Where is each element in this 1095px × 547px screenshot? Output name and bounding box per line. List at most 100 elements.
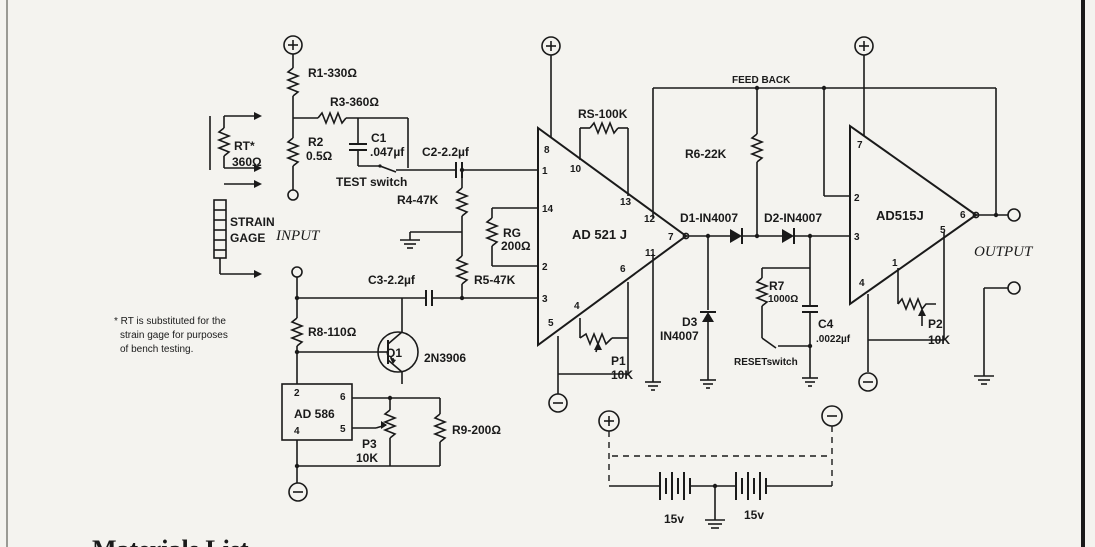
label-c4-value: .0022µf (816, 334, 851, 345)
label-ad586: AD 586 (294, 407, 335, 421)
pin-ad586-5: 5 (340, 424, 346, 435)
label-rs: RS-100K (578, 107, 628, 121)
label-c2: C2-2.2µf (422, 145, 470, 159)
pin-u1-14: 14 (542, 204, 554, 215)
pin-u1-8: 8 (544, 145, 550, 156)
label-q1: Q1 (386, 346, 402, 360)
label-feedback: FEED BACK (732, 75, 791, 86)
ic-ad586 (281, 383, 440, 483)
capacitor-c4 (802, 268, 818, 387)
resistor-rt (209, 112, 262, 188)
pin-u2-2: 2 (854, 193, 860, 204)
label-rt: RT* (234, 139, 255, 153)
ground-r4 (400, 231, 462, 249)
input-terminal-low (291, 266, 303, 278)
supply-minus-u1 (548, 393, 568, 413)
supply-plus-u1 (541, 36, 561, 56)
label-input: INPUT (275, 228, 321, 244)
pin-u2-6: 6 (960, 210, 966, 221)
label-ad521j: AD 521 J (572, 227, 627, 242)
label-q1-part: 2N3906 (424, 351, 466, 365)
resistor-r9 (294, 398, 448, 469)
supply-plus-r1 (283, 35, 303, 55)
label-c1-value: .047µf (370, 145, 405, 159)
pin-u1-2: 2 (542, 262, 548, 273)
opamp-ad521j (537, 55, 996, 394)
label-rg: RG (503, 226, 521, 240)
transistor-q1 (377, 298, 419, 384)
resistor-r6 (749, 85, 765, 236)
pin-u1-6: 6 (620, 264, 626, 275)
label-p3: P3 (362, 437, 377, 451)
label-r2-value: 0.5Ω (306, 149, 333, 163)
pin-ad586-4: 4 (294, 426, 300, 437)
label-output: OUTPUT (974, 244, 1034, 260)
label-c3: C3-2.2µf (368, 273, 416, 287)
label-rg-value: 200Ω (501, 239, 531, 253)
output-ground-terminal (974, 281, 1021, 385)
label-p1: P1 (611, 354, 626, 368)
supply-plus-u2 (854, 36, 874, 56)
battery-pack (608, 426, 833, 529)
pin-ad586-6: 6 (340, 392, 346, 403)
resistor-r2 (285, 137, 301, 201)
label-battery-1: 15v (664, 512, 684, 526)
resistor-r4 (454, 167, 470, 256)
supply-minus-battery (821, 405, 843, 427)
footnote-line-2: strain gage for purposes (120, 330, 228, 341)
pin-u2-1: 1 (892, 258, 898, 269)
pin-u1-13: 13 (620, 197, 632, 208)
supply-minus-u2 (858, 372, 878, 392)
resistor-r7 (754, 236, 811, 338)
label-c4: C4 (818, 317, 834, 331)
test-switch (378, 164, 430, 173)
potentiometer-p3 (375, 395, 398, 466)
resistor-r8 (289, 298, 380, 384)
materials-list-heading: Materials List (92, 535, 249, 547)
label-r8: R8-110Ω (308, 325, 357, 339)
capacitor-c1 (349, 118, 380, 167)
label-r9: R9-200Ω (452, 423, 501, 437)
label-r3: R3-360Ω (330, 95, 379, 109)
pin-u2-3: 3 (854, 232, 860, 243)
label-r4: R4-47K (397, 193, 439, 207)
pin-u1-3: 3 (542, 294, 548, 305)
label-r7: R7 (769, 279, 785, 293)
label-reset-switch: RESETswitch (734, 357, 798, 368)
label-d1: D1-IN4007 (680, 211, 738, 225)
resistor-rg (484, 207, 538, 267)
label-p1-value: 10K (611, 368, 633, 382)
label-r2: R2 (308, 135, 324, 149)
diode-d2 (754, 228, 850, 244)
strain-gage (213, 199, 262, 278)
label-rt-value: 360Ω (232, 155, 262, 169)
label-p3-value: 10K (356, 451, 378, 465)
pin-u2-7: 7 (857, 140, 863, 151)
pin-u1-10: 10 (570, 164, 582, 175)
capacitor-c2 (430, 162, 538, 178)
footnote-line-3: of bench testing. (120, 344, 193, 355)
reset-switch (761, 337, 813, 349)
resistor-r1 (285, 54, 301, 138)
label-p2-value: 10K (928, 333, 950, 347)
label-strain: STRAIN (230, 215, 275, 229)
pin-u1-1: 1 (542, 166, 548, 177)
capacitor-c3 (294, 277, 538, 306)
label-battery-2: 15v (744, 508, 764, 522)
label-d3-value: IN4007 (660, 329, 699, 343)
pin-ad586-2: 2 (294, 388, 300, 399)
label-d3: D3 (682, 315, 698, 329)
diode-d3 (700, 233, 716, 389)
pin-u1-11: 11 (645, 248, 656, 259)
label-ad515j: AD515J (876, 208, 924, 223)
label-p2: P2 (928, 317, 943, 331)
label-d2: D2-IN4007 (764, 211, 822, 225)
supply-minus-ad586 (288, 482, 308, 502)
pin-u1-5: 5 (548, 318, 554, 329)
label-test-switch: TEST switch (336, 175, 407, 189)
label-r7-value: 1000Ω (768, 294, 798, 305)
pin-u1-7: 7 (668, 232, 674, 243)
pin-u1-12: 12 (644, 214, 656, 225)
label-c1: C1 (371, 131, 387, 145)
pin-u2-4: 4 (859, 278, 865, 289)
